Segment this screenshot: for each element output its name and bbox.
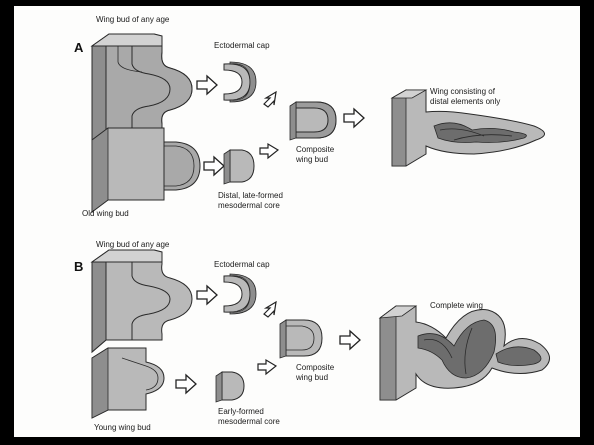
panel-a-letter: A — [74, 40, 84, 55]
arrow-right-icon — [176, 375, 196, 393]
panel-a-composite-label-1: Composite — [296, 145, 335, 154]
diagram-frame: A Wing bud of any age Ectodermal cap Com… — [14, 6, 580, 437]
old-wing-bud-a — [92, 128, 200, 212]
panel-b-composite-label-2: wing bud — [295, 373, 328, 382]
arrow-diagonal-icon — [258, 360, 276, 374]
arrow-diagonal-icon — [264, 92, 276, 107]
panel-a-composite-label-2: wing bud — [295, 155, 328, 164]
arrow-right-icon — [340, 331, 360, 349]
arrow-right-icon — [197, 286, 217, 304]
panel-a-result-label-1: Wing consisting of — [430, 87, 496, 96]
panel-b-top-left-label: Wing bud of any age — [96, 240, 170, 249]
arrow-diagonal-icon — [260, 144, 278, 158]
panel-b-composite-label-1: Composite — [296, 363, 335, 372]
mesodermal-core-b — [216, 372, 244, 402]
wing-bud-any-age-b — [92, 250, 192, 352]
panel-a-core-label-1: Distal, late-formed — [218, 191, 283, 200]
arrow-right-icon — [197, 76, 217, 94]
panel-b-young-bud-label: Young wing bud — [94, 423, 151, 432]
ectodermal-cap-b — [224, 274, 256, 314]
arrow-diagonal-icon — [264, 302, 276, 317]
composite-wing-bud-b — [280, 320, 322, 358]
arrow-right-icon — [344, 109, 364, 127]
composite-wing-bud-a — [290, 102, 336, 140]
panel-b-core-label-1: Early-formed — [218, 407, 264, 416]
diagram-svg: A Wing bud of any age Ectodermal cap Com… — [14, 6, 580, 437]
panel-b-cap-label: Ectodermal cap — [214, 260, 270, 269]
panel-b-result-label: Complete wing — [430, 301, 483, 310]
wing-bud-any-age-a — [92, 34, 192, 142]
young-wing-bud-b — [92, 348, 164, 418]
panel-a-top-left-label: Wing bud of any age — [96, 15, 170, 24]
panel-a-old-bud-label: Old wing bud — [82, 209, 129, 218]
ectodermal-cap-a — [224, 62, 256, 102]
panel-b-letter: B — [74, 259, 83, 274]
mesodermal-core-a — [224, 150, 254, 184]
panel-a-cap-label: Ectodermal cap — [214, 41, 270, 50]
panel-a-core-label-2: mesodermal core — [218, 201, 280, 210]
arrow-right-icon — [204, 157, 224, 175]
panel-b-core-label-2: mesodermal core — [218, 417, 280, 426]
panel-a-result-label-2: distal elements only — [430, 97, 500, 106]
complete-wing-result — [380, 306, 550, 400]
